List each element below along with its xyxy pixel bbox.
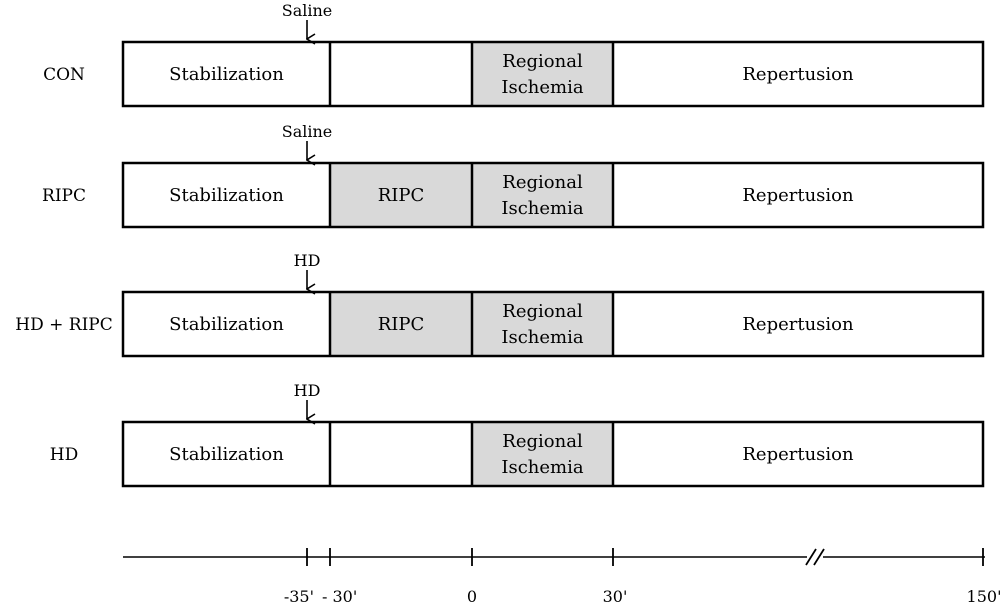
segment-box xyxy=(330,292,472,356)
segment-label: Stabilization xyxy=(169,185,284,206)
tick-label: - 30' xyxy=(322,587,357,606)
treatment-marker-label: Saline xyxy=(282,1,333,20)
row-border xyxy=(121,40,985,108)
row-border xyxy=(121,420,985,488)
row-border xyxy=(121,161,985,229)
segment-box xyxy=(472,292,613,356)
segment-label: Repertusion xyxy=(742,64,854,85)
row-label: HD xyxy=(50,445,78,465)
segment-label: Repertusion xyxy=(742,185,854,206)
segment-box xyxy=(330,163,472,227)
segment-label: RIPC xyxy=(378,314,425,335)
segment-box xyxy=(123,292,330,356)
tick-label: 30' xyxy=(603,587,628,606)
segment-box xyxy=(472,42,613,106)
axis-break-mark xyxy=(813,548,825,566)
segment-box xyxy=(123,163,330,227)
segment-label: Repertusion xyxy=(742,314,854,335)
row-label: RIPC xyxy=(42,186,86,206)
treatment-marker-label: Saline xyxy=(282,122,333,141)
segment-label: Ischemia xyxy=(501,327,583,348)
row-label: CON xyxy=(43,65,85,85)
timeline-axis: -35' - 30' 0 30' 150' xyxy=(123,548,1000,606)
tick-label: -35' xyxy=(284,587,314,606)
treatment-marker-label: HD xyxy=(294,381,321,400)
segment-label: Stabilization xyxy=(169,314,284,335)
segment-label: Regional xyxy=(502,431,583,452)
segment-box xyxy=(613,292,983,356)
tick-label: 150' xyxy=(967,587,1000,606)
segment-box xyxy=(123,42,330,106)
segment-box xyxy=(330,42,472,106)
segment-box xyxy=(613,42,983,106)
treatment-marker-label: HD xyxy=(294,251,321,270)
segment-label: Stabilization xyxy=(169,64,284,85)
segment-label: Stabilization xyxy=(169,444,284,465)
row-label: HD + RIPC xyxy=(15,315,112,335)
segment-box xyxy=(472,422,613,486)
protocol-row: HD + RIPC Stabilization RIPC RegionalIschem… xyxy=(15,251,985,358)
segment-box xyxy=(613,163,983,227)
row-border xyxy=(121,290,985,358)
segment-box xyxy=(472,163,613,227)
segment-box xyxy=(123,422,330,486)
tick-label: 0 xyxy=(467,587,477,606)
segment-label: Regional xyxy=(502,172,583,193)
segment-label: Ischemia xyxy=(501,198,583,219)
segment-label: Regional xyxy=(502,301,583,322)
segment-label: Regional xyxy=(502,51,583,72)
segment-label: Ischemia xyxy=(501,457,583,478)
segment-box xyxy=(613,422,983,486)
segment-label: Repertusion xyxy=(742,444,854,465)
segment-label: Ischemia xyxy=(501,77,583,98)
segment-box xyxy=(330,422,472,486)
segment-label: RIPC xyxy=(378,185,425,206)
axis-break-mark xyxy=(805,548,817,566)
